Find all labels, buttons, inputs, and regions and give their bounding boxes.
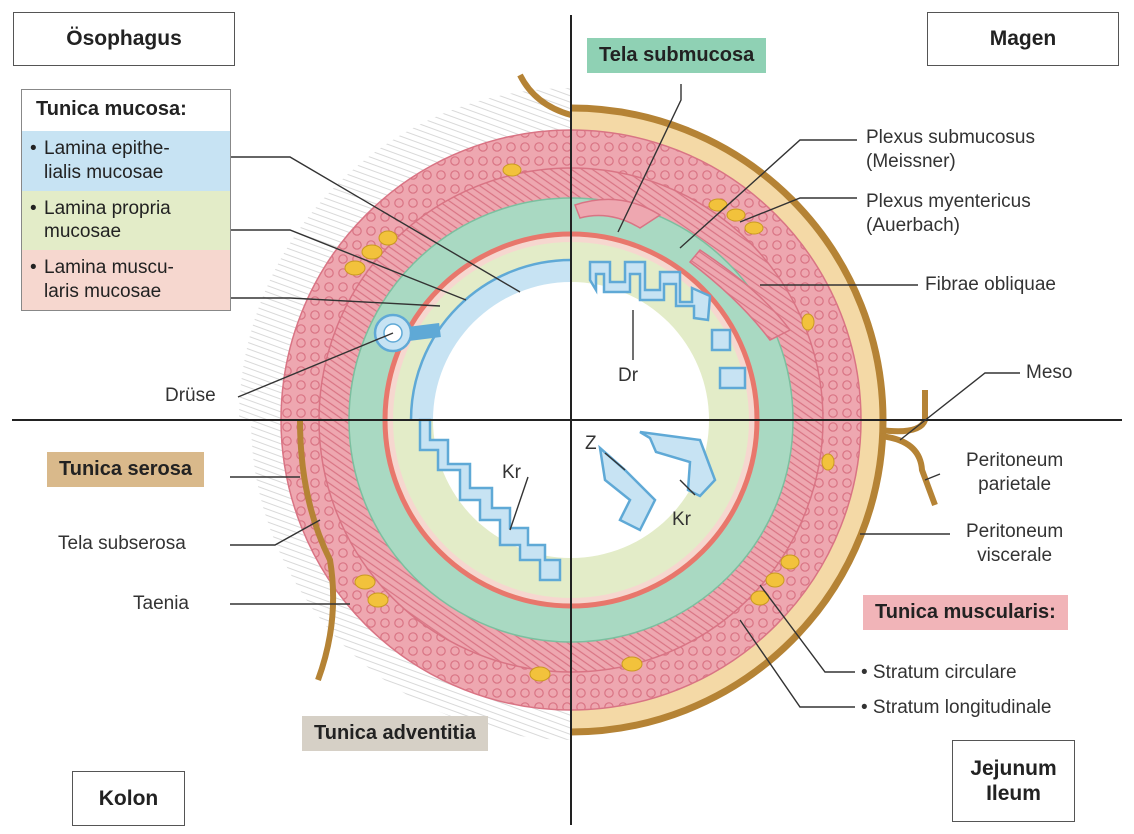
header-tunica-adventitia: Tunica adventitia <box>302 716 488 751</box>
label-druese: Drüse <box>165 384 216 408</box>
legend-row-propria: •Lamina propria mucosae <box>22 191 230 251</box>
label-stratum-circulare: • Stratum circulare <box>861 661 1017 685</box>
tunica-mucosa-legend: Tunica mucosa: •Lamina epithe- lialis mu… <box>21 89 231 311</box>
label-plexus-submucosus: Plexus submucosus (Meissner) <box>866 126 1035 174</box>
label-dr: Dr <box>618 364 638 388</box>
legend-row-epithelialis: •Lamina epithe- lialis mucosae <box>22 131 230 191</box>
label-peritoneum-parietale: Peritoneum parietale <box>966 449 1063 497</box>
label-kr-left: Kr <box>502 461 521 485</box>
bullet-icon: • <box>30 137 44 161</box>
label-z: Z <box>585 432 597 456</box>
bullet-icon: • <box>30 197 44 221</box>
header-tunica-serosa: Tunica serosa <box>47 452 204 487</box>
label-tela-subserosa: Tela subserosa <box>58 532 186 556</box>
region-kolon: Kolon <box>72 771 185 826</box>
region-oesophagus: Ösophagus <box>13 12 235 66</box>
label-plexus-myentericus: Plexus myentericus (Auerbach) <box>866 190 1031 238</box>
region-magen: Magen <box>927 12 1119 66</box>
header-tela-submucosa: Tela submucosa <box>587 38 766 73</box>
tunica-mucosa-title: Tunica mucosa: <box>22 90 230 131</box>
header-tunica-muscularis: Tunica muscularis: <box>863 595 1068 630</box>
label-peritoneum-viscerale: Peritoneum viscerale <box>966 520 1063 568</box>
label-kr-right: Kr <box>672 508 691 532</box>
bullet-icon: • <box>30 256 44 280</box>
label-taenia: Taenia <box>133 592 189 616</box>
label-fibrae-obliquae: Fibrae obliquae <box>925 273 1056 297</box>
meso-peritoneum <box>880 390 935 505</box>
label-meso: Meso <box>1026 361 1072 385</box>
region-jejunum-ileum: Jejunum Ileum <box>952 740 1075 822</box>
legend-row-muscularis: •Lamina muscu- laris mucosae <box>22 250 230 310</box>
label-stratum-longitudinale: • Stratum longitudinale <box>861 696 1051 720</box>
